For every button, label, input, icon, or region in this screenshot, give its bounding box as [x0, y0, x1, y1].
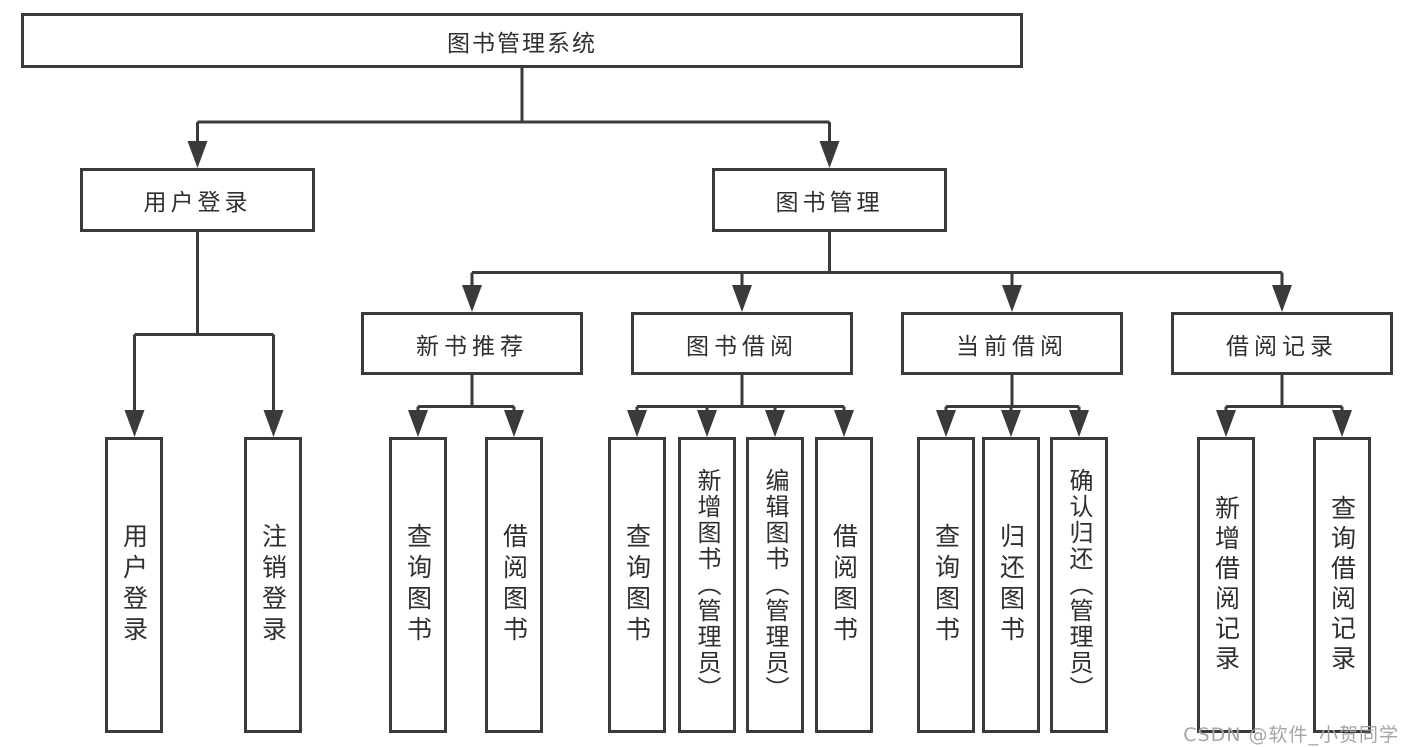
node-label: 图书管理系统 — [447, 30, 597, 57]
csdn-watermark: CSDN @软件_小贺同学 — [1183, 724, 1399, 746]
leaf-query-books-recommend: 查询图书 — [389, 437, 447, 733]
node-user-login: 用户登录 — [80, 168, 315, 232]
leaf-user-login: 用户登录 — [105, 437, 163, 733]
node-label: 查询图书 — [403, 523, 433, 647]
node-label: 查询图书 — [622, 523, 652, 647]
arrow-head — [1002, 285, 1022, 312]
arrow-head — [936, 410, 956, 437]
arrow-head — [697, 410, 717, 437]
leaf-confirm-return-admin: 确认归还（管理员） — [1050, 437, 1108, 733]
node-book-management: 图书管理 — [712, 168, 947, 232]
leaf-query-books-borrowing: 查询图书 — [608, 437, 666, 733]
node-label: 注销登录 — [258, 523, 288, 647]
arrow-head — [819, 141, 840, 168]
node-label: 图书管理 — [775, 190, 884, 216]
node-borrowing-records: 借阅记录 — [1171, 312, 1393, 375]
arrow-head — [462, 285, 482, 312]
leaf-borrow-books-recommend: 借阅图书 — [485, 437, 543, 733]
node-label: 用户登录 — [143, 190, 252, 216]
node-library-management-system: 图书管理系统 — [21, 13, 1023, 68]
node-book-borrowing: 图书借阅 — [631, 312, 853, 375]
node-label: 借阅图书 — [829, 523, 859, 647]
arrow-head — [627, 410, 647, 437]
leaf-borrow-books: 借阅图书 — [815, 437, 873, 733]
arrow-head — [732, 285, 752, 312]
arrow-head — [187, 141, 208, 168]
arrow-head — [1069, 410, 1089, 437]
node-label: 图书借阅 — [686, 333, 798, 360]
leaf-query-books-current: 查询图书 — [917, 437, 975, 733]
arrow-head — [1332, 410, 1352, 437]
arrow-head — [1216, 410, 1236, 437]
arrow-head — [1001, 410, 1021, 437]
leaf-add-borrow-record: 新增借阅记录 — [1197, 437, 1255, 733]
arrow-head — [124, 410, 145, 437]
arrow-head — [834, 410, 854, 437]
node-label: 借阅图书 — [499, 523, 529, 647]
node-label: 确认归还（管理员） — [1065, 468, 1093, 702]
leaf-edit-books-admin: 编辑图书（管理员） — [746, 437, 804, 733]
node-label: 归还图书 — [996, 523, 1026, 647]
arrow-head — [504, 410, 524, 437]
node-label: 用户登录 — [119, 523, 149, 647]
arrow-head — [263, 410, 284, 437]
node-label: 查询借阅记录 — [1327, 495, 1357, 675]
node-label: 新增借阅记录 — [1211, 495, 1241, 675]
leaf-logout: 注销登录 — [244, 437, 302, 733]
node-label: 当前借阅 — [956, 333, 1068, 360]
node-current-borrowing: 当前借阅 — [901, 312, 1123, 375]
leaf-query-borrow-record: 查询借阅记录 — [1313, 437, 1371, 733]
arrow-head — [765, 410, 785, 437]
leaf-return-books: 归还图书 — [982, 437, 1040, 733]
node-label: 编辑图书（管理员） — [761, 468, 789, 702]
arrow-head — [1272, 285, 1292, 312]
node-new-book-recommendation: 新书推荐 — [361, 312, 583, 375]
node-label: 新增图书（管理员） — [693, 468, 721, 702]
node-label: 新书推荐 — [416, 333, 528, 360]
node-label: 借阅记录 — [1226, 333, 1338, 360]
arrow-head — [408, 410, 428, 437]
leaf-add-books-admin: 新增图书（管理员） — [678, 437, 736, 733]
node-label: 查询图书 — [931, 523, 961, 647]
